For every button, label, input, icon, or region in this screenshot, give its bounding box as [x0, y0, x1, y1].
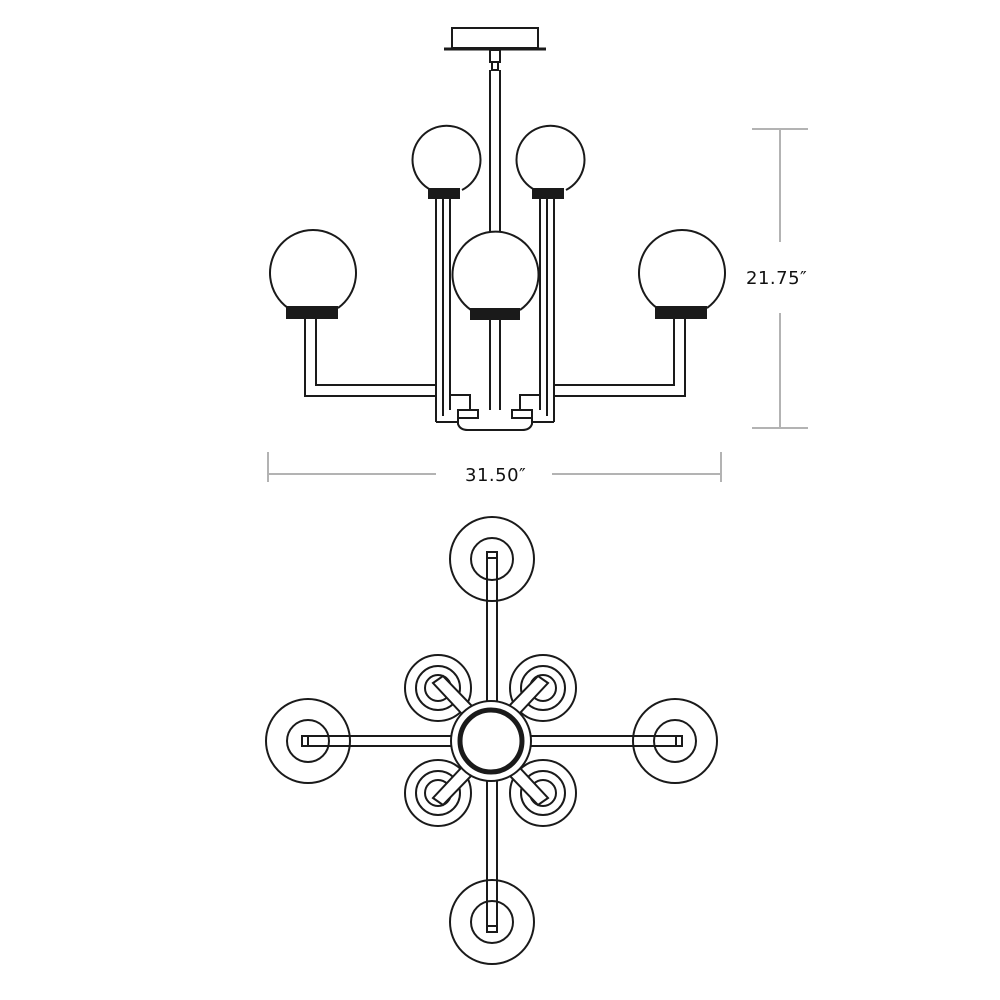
height-dimension-line — [752, 128, 808, 429]
plan-globe-top — [449, 516, 535, 602]
center-hub-side — [436, 394, 554, 431]
plan-globe-left — [265, 698, 351, 784]
globe-upper-left — [411, 124, 482, 422]
globe-right — [554, 229, 726, 397]
plan-diagonal-arms — [431, 674, 550, 807]
canopy — [444, 27, 546, 71]
side-elevation-view — [269, 27, 726, 431]
width-dimension-label: 31.50″ — [465, 465, 527, 486]
globe-upper-right — [515, 124, 586, 422]
dimension-lines — [267, 128, 808, 482]
center-stem — [489, 70, 501, 410]
plan-center-hub — [450, 700, 532, 782]
globe-left — [269, 229, 437, 397]
top-plan-view — [265, 516, 718, 965]
globe-center — [451, 230, 540, 320]
height-dimension-label: 21.75″ — [746, 268, 808, 289]
width-dimension-line — [267, 452, 722, 482]
plan-globe-bottom — [449, 879, 535, 965]
plan-globe-right — [632, 698, 718, 784]
